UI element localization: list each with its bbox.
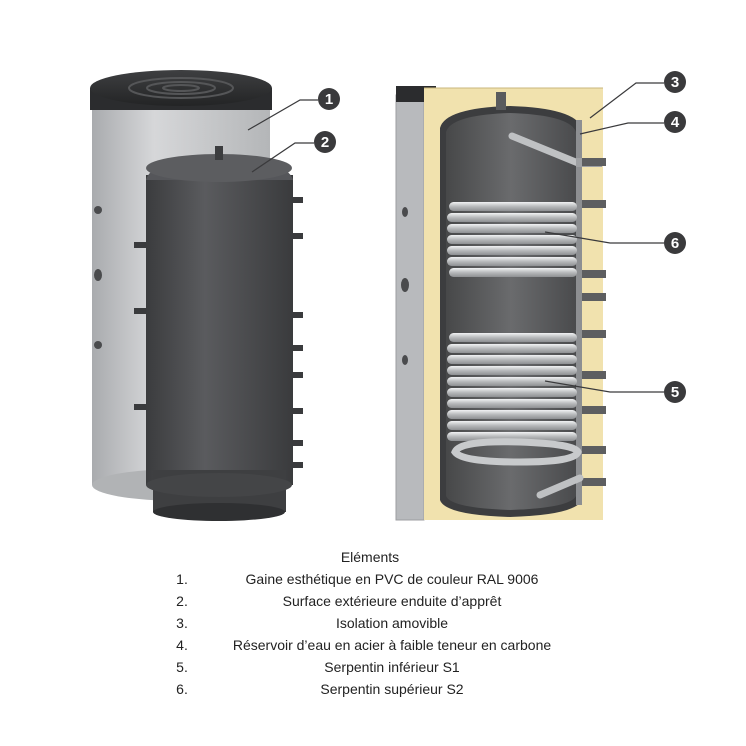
legend-item: 4. Réservoir d’eau en acier à faible ten… (150, 634, 590, 656)
legend-item-number: 6. (176, 681, 188, 697)
legend-item-text: Surface extérieure enduite d’apprêt (282, 593, 502, 609)
callout-3: 3 (589, 71, 686, 119)
legend-item: 2. Surface extérieure enduite d’apprêt (150, 590, 590, 612)
legend-item-number: 3. (176, 615, 188, 631)
legend-item-text: Serpentin inférieur S1 (324, 659, 460, 675)
legend-title: Eléments (340, 549, 400, 565)
tank-illustration: 1 2 3 4 6 5 (90, 70, 686, 521)
upper-coil (447, 202, 577, 277)
inner-tank (134, 146, 303, 521)
legend-item-number: 1. (176, 571, 188, 587)
callout-4-number: 4 (671, 114, 680, 131)
callout-3-number: 3 (671, 74, 679, 91)
callout-6-number: 6 (671, 235, 679, 252)
callout-2-number: 2 (321, 134, 329, 151)
callout-1-number: 1 (325, 91, 333, 108)
callout-4: 4 (579, 111, 686, 135)
jacket-lid (90, 70, 272, 110)
legend: Eléments 1. Gaine esthétique en PVC de c… (150, 546, 590, 700)
callout-6: 6 (544, 231, 686, 254)
legend-item-number: 4. (176, 637, 188, 653)
legend-item-text: Isolation amovible (335, 615, 449, 631)
legend-item: 3. Isolation amovible (150, 612, 590, 634)
callout-5-number: 5 (671, 384, 679, 401)
legend-item: 6. Serpentin supérieur S2 (150, 678, 590, 700)
legend-item: 5. Serpentin inférieur S1 (150, 656, 590, 678)
legend-item: 1. Gaine esthétique en PVC de couleur RA… (150, 568, 590, 590)
legend-item-text: Serpentin supérieur S2 (320, 681, 464, 697)
legend-item-text: Gaine esthétique en PVC de couleur RAL 9… (245, 571, 539, 587)
callout-1: 1 (247, 88, 340, 131)
legend-item-number: 5. (176, 659, 188, 675)
callout-2: 2 (251, 131, 336, 173)
lower-coil (447, 333, 584, 499)
cutaway-nozzles (582, 158, 606, 486)
callout-5: 5 (544, 380, 686, 403)
legend-item-text: Réservoir d’eau en acier à faible teneur… (232, 637, 552, 653)
legend-item-number: 2. (176, 593, 188, 609)
